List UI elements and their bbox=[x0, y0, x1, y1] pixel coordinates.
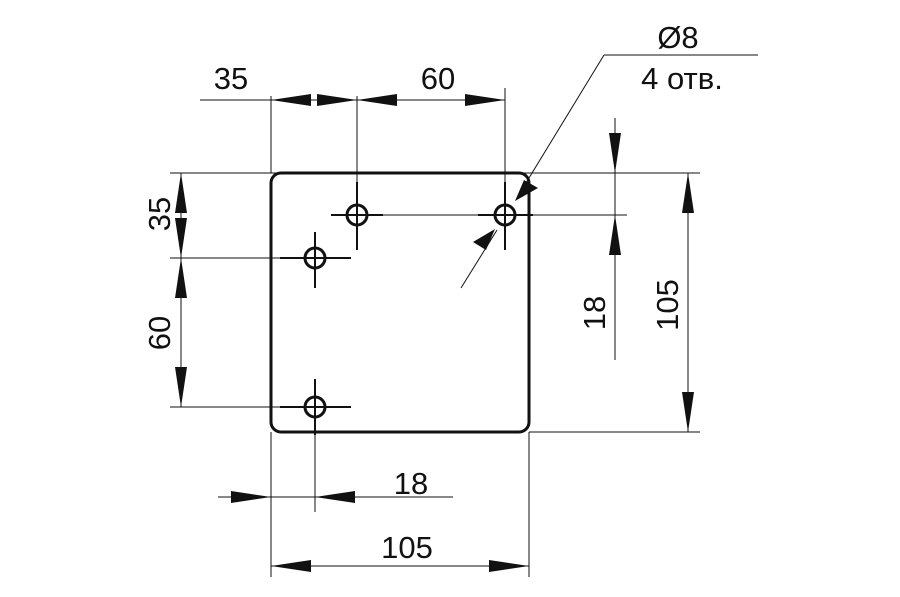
hole-diameter-label: Ø8 bbox=[657, 20, 698, 55]
hole-callout: Ø8 4 отв. bbox=[460, 20, 758, 289]
dim-top-left-offset: 35 bbox=[200, 61, 357, 106]
dim-overall-width-label: 105 bbox=[381, 530, 433, 565]
dim-bottom-hole-offset: 18 bbox=[218, 466, 453, 503]
dim-top-hole-spacing-label: 60 bbox=[421, 61, 455, 96]
plate-outline bbox=[269, 171, 531, 434]
dim-left-hole-spacing: 60 bbox=[142, 258, 187, 407]
hole-left-lower bbox=[280, 379, 351, 435]
hole-top-inner bbox=[331, 182, 383, 250]
hole-count-label: 4 отв. bbox=[641, 61, 723, 96]
hole-left-upper bbox=[280, 232, 351, 288]
dim-overall-height-label: 105 bbox=[650, 279, 685, 331]
dim-overall-height: 105 bbox=[650, 173, 694, 432]
dim-left-top-offset-label: 35 bbox=[142, 197, 177, 231]
dim-right-hole-offset: 18 bbox=[577, 118, 621, 360]
dim-top-hole-spacing: 60 bbox=[357, 61, 505, 106]
dim-overall-width: 105 bbox=[271, 530, 529, 572]
dim-left-top-offset: 35 bbox=[142, 173, 187, 258]
dim-left-hole-spacing-label: 60 bbox=[142, 316, 177, 350]
dim-top-left-offset-label: 35 bbox=[214, 61, 248, 96]
dim-bottom-hole-offset-label: 18 bbox=[394, 466, 428, 501]
extension-lines bbox=[170, 88, 700, 577]
dim-right-hole-offset-label: 18 bbox=[577, 296, 612, 330]
